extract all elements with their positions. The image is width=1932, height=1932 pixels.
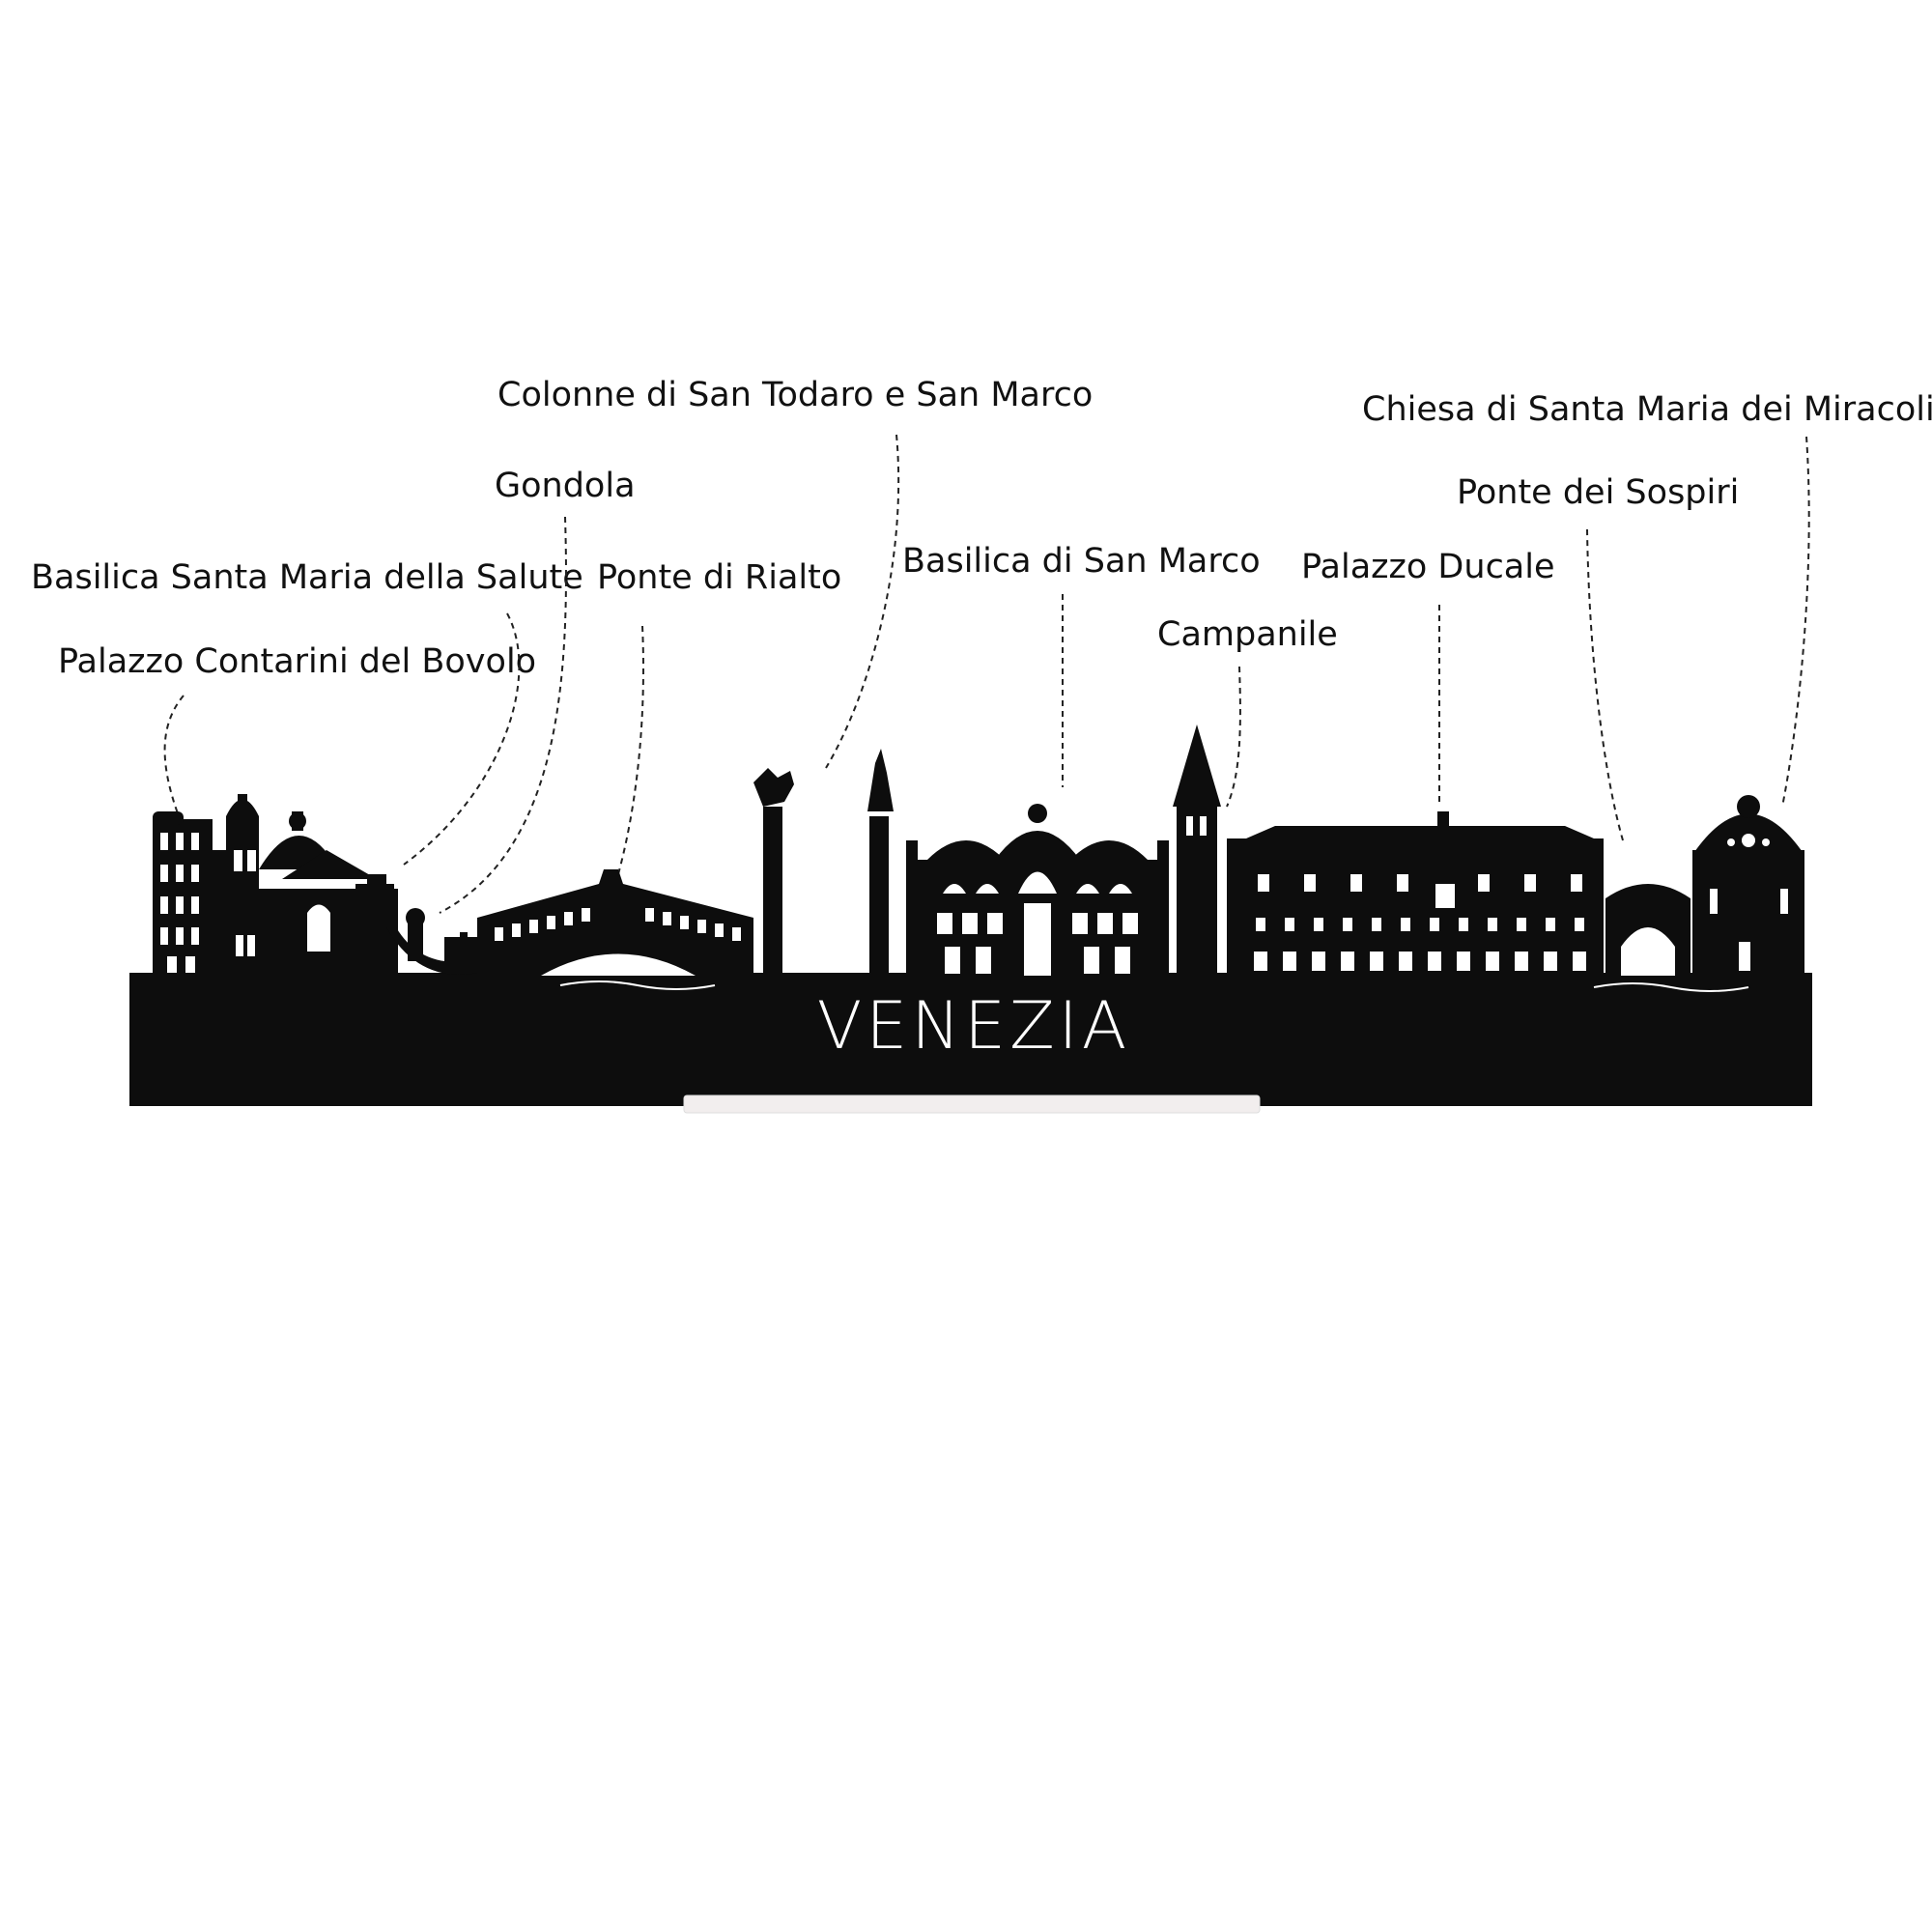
leader-miracoli: [1781, 436, 1810, 808]
label-sanmarco: Basilica di San Marco: [902, 542, 1261, 581]
leader-salute: [403, 612, 521, 866]
leader-campanile: [1226, 666, 1241, 808]
stand: [683, 1094, 1261, 1114]
label-gondola: Gondola: [495, 467, 636, 505]
label-ducale: Palazzo Ducale: [1301, 548, 1555, 586]
label-miracoli: Chiesa di Santa Maria dei Miracoli: [1362, 390, 1932, 429]
label-campanile: Campanile: [1157, 615, 1338, 654]
salute-basilica: [226, 794, 398, 976]
ducale-palace: [1227, 811, 1604, 976]
leader-rialto: [617, 625, 644, 875]
base-plate: [129, 973, 1812, 1106]
label-sospiri: Ponte dei Sospiri: [1457, 473, 1740, 512]
leader-colonne: [825, 434, 900, 769]
gondola: [386, 908, 502, 975]
venezia-title: VENEZIA: [817, 988, 1130, 1065]
leader-contarini: [163, 695, 185, 817]
colonne-columns: [753, 749, 894, 976]
leader-gondola: [439, 516, 567, 914]
label-rialto: Ponte di Rialto: [597, 558, 842, 597]
label-salute: Basilica Santa Maria della Salute: [31, 558, 583, 597]
rialto-bridge: [477, 869, 753, 976]
campanile-tower: [1173, 724, 1221, 976]
label-contarini: Palazzo Contarini del Bovolo: [58, 642, 537, 681]
label-colonne: Colonne di San Todaro e San Marco: [497, 376, 1094, 414]
